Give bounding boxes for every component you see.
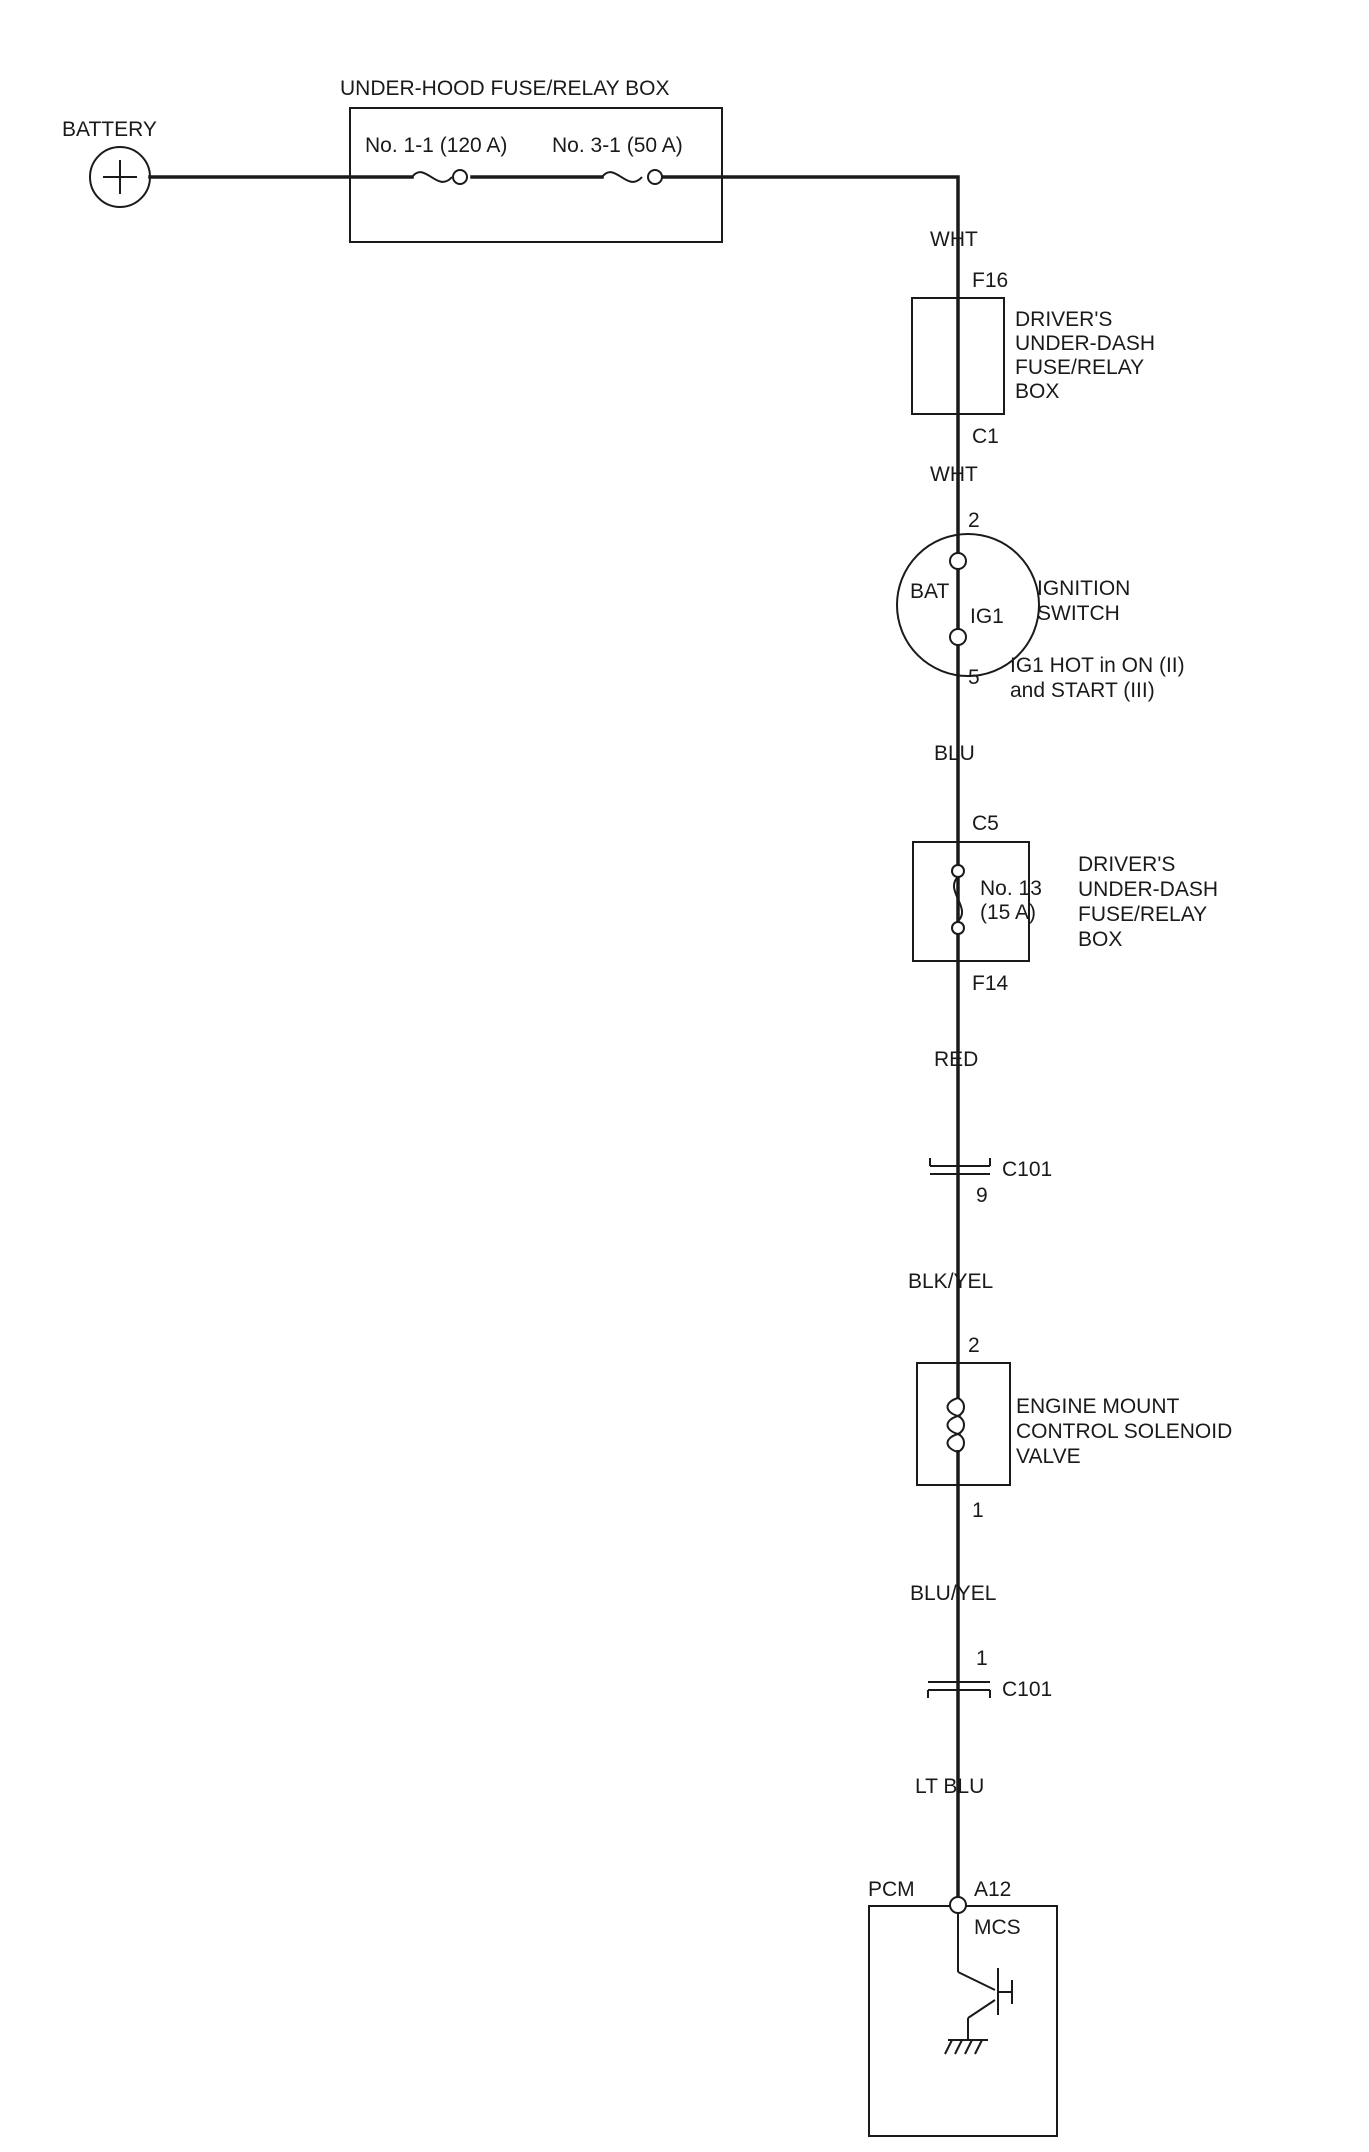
wire-color-blu: BLU [934,742,975,765]
fuse-13-symbol [951,864,965,935]
connector-c101-label-2: C101 [1002,1678,1052,1701]
wire-color-red: RED [934,1048,978,1071]
driver-box-1-label-2: UNDER-DASH [1015,332,1155,355]
ignition-switch-label-2: SWITCH [1037,602,1120,625]
transistor-icon [957,1913,1013,2040]
ignition-pin-5: 5 [968,666,980,689]
solenoid-label-3: VALVE [1016,1445,1081,1468]
fuse-1-1-symbol [411,169,474,185]
battery-plus-icon [89,146,151,208]
pcm-pin-a12: A12 [974,1878,1011,1901]
box-2-pin-f14: F14 [972,972,1009,995]
ignition-switch-symbol [896,533,1040,677]
fuse-1-1-label: No. 1-1 (120 A) [365,134,507,157]
fuse-3-1-symbol [601,169,663,185]
ignition-pin-2: 2 [968,509,980,532]
ignition-ig1-terminal [949,628,967,646]
ignition-note-1: IG1 HOT in ON (II) [1010,654,1185,677]
driver-box-1-label-4: BOX [1015,380,1059,403]
wire-color-wht-2: WHT [930,463,978,486]
pcm-signal-mcs: MCS [974,1916,1021,1939]
pcm-box [868,1905,1058,2137]
pcm-label: PCM [868,1878,915,1901]
fuse-13-label-1: No. 13 [980,877,1042,900]
connector-c101-label-1: C101 [1002,1158,1052,1181]
solenoid-label-2: CONTROL SOLENOID [1016,1420,1232,1443]
battery-label: BATTERY [62,118,157,141]
driver-box-1-label-1: DRIVER'S [1015,308,1112,331]
ignition-ig1-label: IG1 [970,605,1004,628]
driver-box-2 [912,841,1030,962]
wire-color-blk-yel: BLK/YEL [908,1270,993,1293]
solenoid-label-1: ENGINE MOUNT [1016,1395,1180,1418]
driver-box-2-label-3: FUSE/RELAY [1078,903,1207,926]
fuse-13-label-2: (15 A) [980,901,1036,924]
connector-c101-pin-9: 9 [976,1184,988,1207]
ignition-switch-label-1: IGNITION [1037,577,1130,600]
box-1-pin-f16: F16 [972,269,1008,292]
driver-box-2-label-2: UNDER-DASH [1078,878,1218,901]
box-1-pin-c1: C1 [972,425,999,448]
battery-feed-wire [148,175,960,1907]
under-hood-box-title: UNDER-HOOD FUSE/RELAY BOX [340,77,669,100]
solenoid-box [916,1362,1011,1486]
ground-icon [944,2039,988,2055]
fuse-3-1-label: No. 3-1 (50 A) [552,134,683,157]
solenoid-pin-1: 1 [972,1499,984,1522]
connector-c101-symbol-2 [927,1681,991,1698]
ignition-note-2: and START (III) [1010,679,1155,702]
driver-box-1 [911,297,1005,415]
solenoid-pin-2: 2 [968,1334,980,1357]
box-2-pin-c5: C5 [972,812,999,835]
wire-color-blu-yel: BLU/YEL [910,1582,996,1605]
driver-box-2-label-1: DRIVER'S [1078,853,1175,876]
pcm-a12-terminal [949,1896,967,1914]
ignition-bat-label: BAT [910,580,949,603]
driver-box-1-label-3: FUSE/RELAY [1015,356,1144,379]
driver-box-2-label-4: BOX [1078,928,1122,951]
wire-color-wht-1: WHT [930,228,978,251]
wire-color-lt-blu: LT BLU [915,1775,984,1798]
ignition-bat-terminal [949,552,967,570]
solenoid-coil-icon [946,1397,966,1453]
under-hood-box [349,107,723,243]
connector-c101-symbol-1 [929,1158,991,1175]
connector-c101-pin-1: 1 [976,1647,988,1670]
